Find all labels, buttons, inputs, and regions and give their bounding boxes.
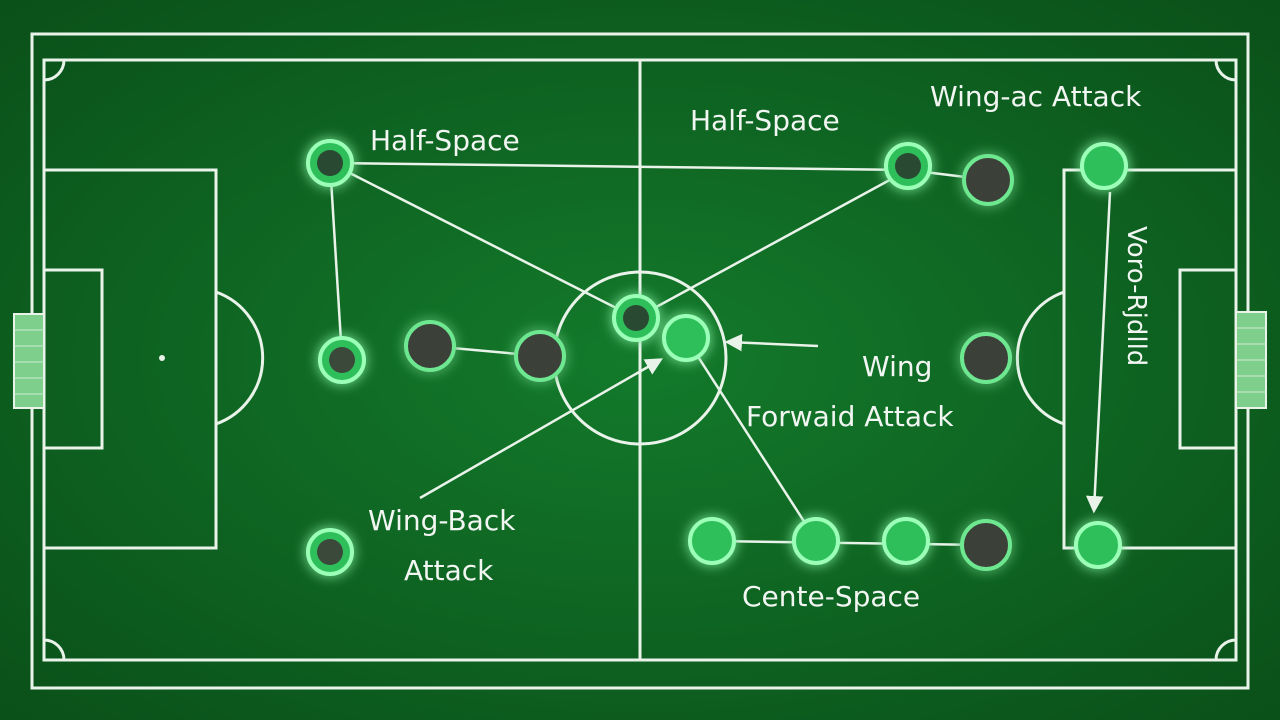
arrow-wing-forward (724, 333, 819, 352)
pass-line (684, 337, 818, 541)
player-marker[interactable] (792, 517, 840, 565)
player-marker[interactable] (662, 314, 710, 362)
player-marker-dark[interactable] (960, 332, 1012, 384)
corner-arc-bottom-right (1214, 638, 1237, 661)
player-marker[interactable] (1080, 142, 1128, 190)
left-goal-net (14, 329, 44, 395)
label-half-space-left: Half-Space (370, 124, 520, 157)
movement-arrows (419, 191, 1112, 514)
pass-line (329, 161, 909, 172)
label-wing: Wing (862, 350, 932, 383)
player-marker[interactable] (882, 517, 930, 565)
pass-line (711, 539, 987, 547)
pass-line (635, 168, 909, 320)
label-wing-back-line2: Attack (404, 554, 494, 587)
player-marker-dark[interactable] (404, 320, 456, 372)
player-marker[interactable] (884, 142, 932, 190)
player-marker[interactable] (306, 528, 354, 576)
right-goal-net (1236, 327, 1266, 393)
right-penalty-arc (1015, 290, 1065, 426)
corner-arc-top-left (43, 59, 66, 82)
player-marker-dark[interactable] (962, 154, 1014, 206)
player-marker[interactable] (688, 517, 736, 565)
arrow-wing-back-run (419, 358, 664, 500)
left-penalty-arc (215, 290, 265, 426)
corner-arc-bottom-left (43, 638, 66, 661)
label-half-space-right: Half-Space (690, 104, 840, 137)
player-marker[interactable] (1074, 521, 1122, 569)
corner-arc-top-right (1214, 59, 1237, 82)
players (306, 139, 1128, 576)
pass-line (329, 161, 637, 320)
player-marker-dark[interactable] (514, 330, 566, 382)
pass-line (328, 162, 344, 359)
player-marker[interactable] (318, 336, 366, 384)
passing-lines (328, 161, 1106, 547)
player-marker-dark[interactable] (960, 519, 1012, 571)
player-marker[interactable] (306, 139, 354, 187)
player-marker[interactable] (612, 294, 660, 342)
left-penalty-spot (159, 355, 165, 361)
label-vertical-side: Voro-Rjdlld (1121, 226, 1151, 366)
arrow-overlap-run (1085, 191, 1112, 514)
label-wing-back-attack-top: Wing-ac Attack (930, 80, 1142, 113)
label-wing-back-line1: Wing-Back (368, 504, 516, 537)
label-centre-space: Cente-Space (742, 580, 920, 613)
label-forward-attack: Forwaid Attack (746, 400, 954, 433)
